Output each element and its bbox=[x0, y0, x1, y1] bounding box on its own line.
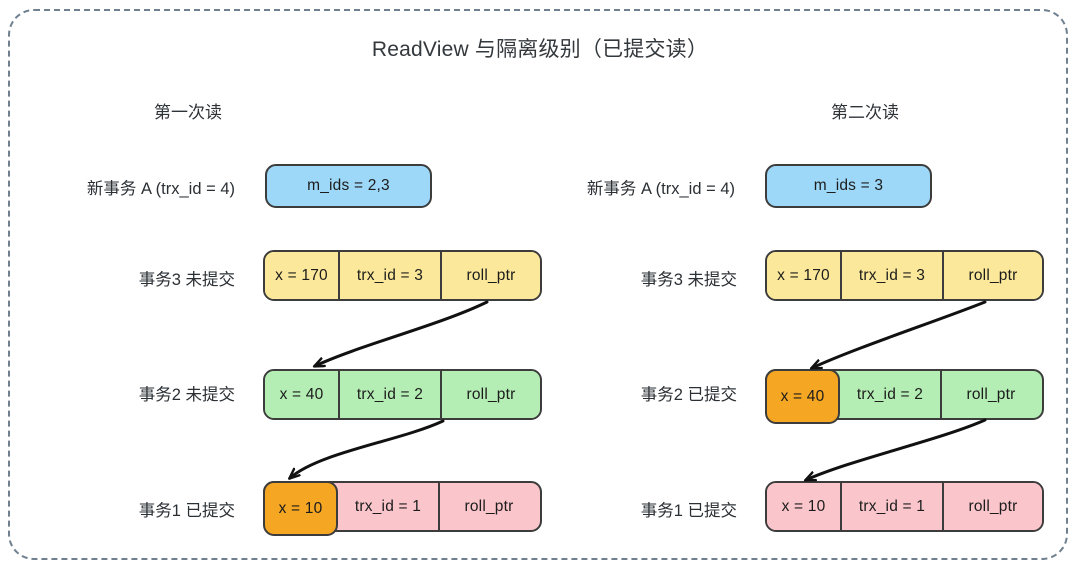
page-title: ReadView 与隔离级别（已提交读） bbox=[371, 38, 709, 61]
cell-left-txn3-value: x = 170 bbox=[265, 252, 340, 299]
txn-label-first-read: 新事务 A (trx_id = 4) bbox=[86, 180, 235, 198]
row-label-left-txn1: 事务1 已提交 bbox=[138, 502, 235, 520]
readview-box-first-read[interactable]: m_ids = 2,3 bbox=[265, 164, 432, 208]
section-heading-first-read: 第一次读 bbox=[154, 103, 222, 122]
record-left-txn1[interactable]: x = 10 trx_id = 1 roll_ptr bbox=[263, 481, 542, 536]
cell-left-txn3-trxid: trx_id = 3 bbox=[340, 252, 442, 299]
cell-right-txn3-trxid: trx_id = 3 bbox=[842, 252, 944, 299]
record-right-txn3[interactable]: x = 170 trx_id = 3 roll_ptr bbox=[765, 250, 1044, 301]
cell-right-txn1-rollptr: roll_ptr bbox=[944, 483, 1042, 530]
cell-left-txn2-rollptr: roll_ptr bbox=[442, 371, 540, 418]
txn-label-second-read: 新事务 A (trx_id = 4) bbox=[586, 180, 735, 198]
cell-right-txn2-rollptr: roll_ptr bbox=[942, 371, 1040, 418]
arrow-right-txn3-to-txn2 bbox=[812, 300, 987, 368]
cell-right-txn2-value-highlighted: x = 40 bbox=[765, 369, 840, 424]
record-right-txn1[interactable]: x = 10 trx_id = 1 roll_ptr bbox=[765, 481, 1044, 532]
row-label-left-txn3: 事务3 未提交 bbox=[138, 271, 235, 289]
record-left-txn2[interactable]: x = 40 trx_id = 2 roll_ptr bbox=[263, 369, 542, 420]
cell-left-txn3-rollptr: roll_ptr bbox=[442, 252, 540, 299]
cell-left-txn1-trxid: trx_id = 1 bbox=[338, 483, 440, 530]
record-right-txn2[interactable]: x = 40 trx_id = 2 roll_ptr bbox=[765, 369, 1044, 424]
row-label-right-txn3: 事务3 未提交 bbox=[640, 271, 737, 289]
row-label-right-txn2: 事务2 已提交 bbox=[640, 386, 737, 404]
readview-box-second-read[interactable]: m_ids = 3 bbox=[765, 164, 932, 208]
cell-left-txn1-rollptr: roll_ptr bbox=[440, 483, 538, 530]
section-heading-second-read: 第二次读 bbox=[831, 103, 899, 122]
arrow-left-txn3-to-txn2 bbox=[315, 300, 489, 366]
row-label-left-txn2: 事务2 未提交 bbox=[138, 386, 235, 404]
record-left-txn3[interactable]: x = 170 trx_id = 3 roll_ptr bbox=[263, 250, 542, 301]
cell-right-txn2-trxid: trx_id = 2 bbox=[840, 371, 942, 418]
cell-left-txn1-value-highlighted: x = 10 bbox=[263, 481, 338, 536]
cell-left-txn2-trxid: trx_id = 2 bbox=[340, 371, 442, 418]
row-label-right-txn1: 事务1 已提交 bbox=[640, 502, 737, 520]
cell-right-txn3-value: x = 170 bbox=[767, 252, 842, 299]
arrow-right-txn2-to-txn1 bbox=[806, 418, 987, 480]
arrow-left-txn2-to-txn1 bbox=[290, 419, 445, 478]
cell-right-txn1-trxid: trx_id = 1 bbox=[842, 483, 944, 530]
cell-right-txn1-value: x = 10 bbox=[767, 483, 842, 530]
cell-right-txn3-rollptr: roll_ptr bbox=[944, 252, 1042, 299]
cell-left-txn2-value: x = 40 bbox=[265, 371, 340, 418]
